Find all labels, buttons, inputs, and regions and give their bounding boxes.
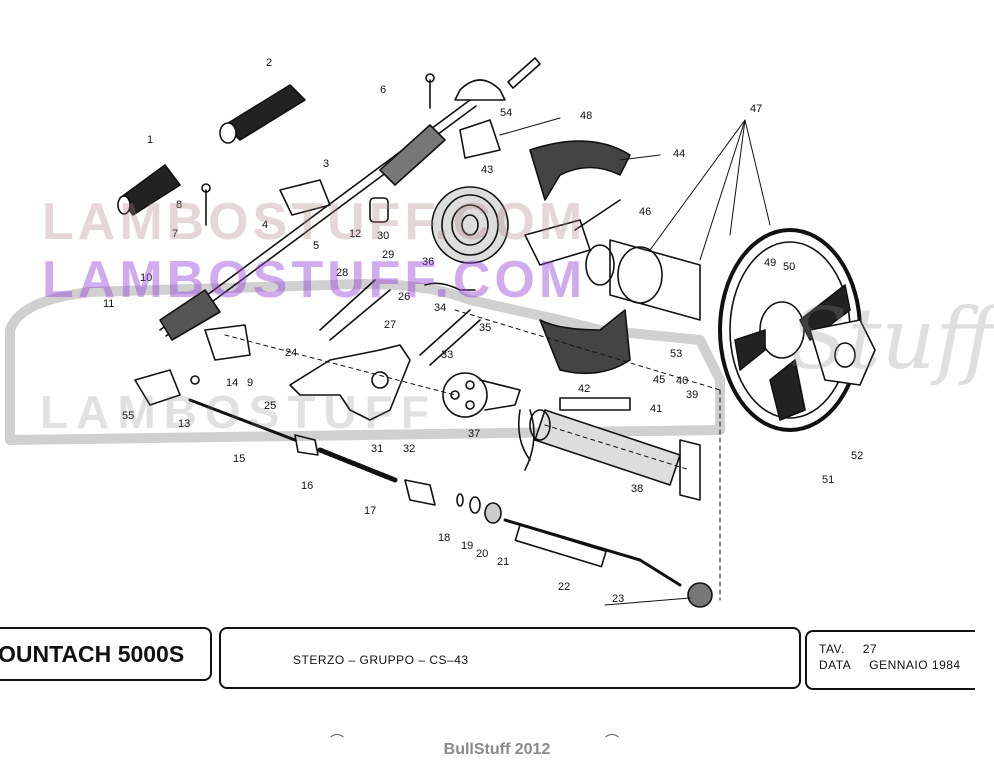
part-callout-38: 38 <box>631 483 643 495</box>
column-support-bracket <box>289 344 411 421</box>
part-callout-17: 17 <box>364 505 376 517</box>
rack-boot-right <box>379 124 446 186</box>
part-callout-22: 22 <box>558 581 570 593</box>
part-callout-41: 41 <box>650 403 662 415</box>
part-callout-26: 26 <box>398 291 410 303</box>
part-callout-32: 32 <box>403 443 415 455</box>
tav-value: 27 <box>862 642 878 656</box>
bush-12 <box>369 197 389 223</box>
watermark-car-silhouette <box>5 279 725 445</box>
model-variant: 5000S <box>117 640 185 667</box>
data-label: DATA <box>819 658 852 672</box>
column-cover-upper <box>529 140 631 201</box>
clock-spring-43 <box>431 186 509 264</box>
part-callout-12: 12 <box>349 228 361 240</box>
part-callout-8: 8 <box>176 199 182 211</box>
part-callout-40: 40 <box>676 375 688 387</box>
exploded-steering-diagram: 1234567891011121314151617181920212223242… <box>5 57 876 608</box>
part-callout-29: 29 <box>382 249 394 261</box>
tav-label: TAV. <box>819 642 845 656</box>
part-callout-13: 13 <box>178 418 190 430</box>
column-tube <box>534 409 681 486</box>
intermediate-shaft-15 <box>188 398 297 442</box>
rack-boot-left <box>117 164 181 216</box>
part-callout-23: 23 <box>612 593 624 605</box>
nut-23 <box>687 582 713 608</box>
bracket-42 <box>559 397 631 411</box>
part-callout-1: 1 <box>147 134 153 146</box>
model-title-box: OUNTACH 5000S <box>0 627 212 681</box>
tav-row: TAV. 27 <box>819 642 877 656</box>
model-name: OUNTACH <box>0 640 112 667</box>
part-callout-3: 3 <box>323 158 329 170</box>
date-row: DATA GENNAIO 1984 <box>819 658 961 672</box>
part-callout-6: 6 <box>380 84 386 96</box>
part-callout-49: 49 <box>764 257 776 269</box>
part-callout-5: 5 <box>313 240 319 252</box>
steering-lock <box>442 372 535 471</box>
rack-boot-lower <box>159 289 221 341</box>
part-callout-35: 35 <box>479 322 491 334</box>
column-cover-lower <box>539 309 631 375</box>
part-callout-47: 47 <box>750 103 762 115</box>
part-callout-24: 24 <box>285 347 297 359</box>
description-box: STERZO – GRUPPO – CS–43 <box>219 627 801 689</box>
part-callout-30: 30 <box>377 230 389 242</box>
table-info-box: TAV. 27 DATA GENNAIO 1984 <box>805 630 975 690</box>
part-callout-44: 44 <box>673 148 685 160</box>
part-callout-48: 48 <box>580 110 592 122</box>
part-callout-50: 50 <box>783 261 795 273</box>
part-callout-36: 36 <box>422 256 434 268</box>
part-callout-9: 9 <box>247 377 253 389</box>
part-callout-7: 7 <box>172 228 178 240</box>
part-callout-4: 4 <box>262 219 268 231</box>
clamp-54 <box>454 79 506 101</box>
part-callout-20: 20 <box>476 548 488 560</box>
part-callout-16: 16 <box>301 480 313 492</box>
part-callout-11: 11 <box>103 298 114 310</box>
part-callout-55: 55 <box>122 410 134 422</box>
part-callout-51: 51 <box>822 474 834 486</box>
part-callout-10: 10 <box>140 272 152 284</box>
part-callout-53: 53 <box>670 348 682 360</box>
clamp-48 <box>459 119 501 159</box>
group-description: STERZO – GRUPPO – CS–43 <box>293 653 469 667</box>
part-callout-18: 18 <box>438 532 450 544</box>
part-callout-43: 43 <box>481 164 493 176</box>
horn-pad <box>809 319 876 386</box>
part-callout-19: 19 <box>461 540 473 552</box>
part-callout-42: 42 <box>578 383 590 395</box>
part-callout-34: 34 <box>434 302 446 314</box>
rack-boot-upper <box>219 84 306 144</box>
footer-credit: BullStuff 2012 <box>443 741 551 758</box>
part-callout-54: 54 <box>500 107 512 119</box>
part-callout-15: 15 <box>233 453 245 465</box>
part-callout-46: 46 <box>639 206 651 218</box>
part-callout-31: 31 <box>371 443 383 455</box>
part-callout-21: 21 <box>497 556 509 568</box>
bracket-3 <box>279 179 331 216</box>
data-value: GENNAIO 1984 <box>869 658 961 672</box>
part-callout-37: 37 <box>468 428 480 440</box>
part-callout-52: 52 <box>851 450 863 462</box>
part-callout-33: 33 <box>441 349 453 361</box>
part-callout-14: 14 <box>226 377 238 389</box>
part-callout-2: 2 <box>266 57 272 69</box>
part-callout-39: 39 <box>686 389 698 401</box>
spring-shaft-17 <box>317 447 398 483</box>
lower-shaft-22 <box>503 518 682 587</box>
scan-speck-right: ⌒ <box>605 733 619 749</box>
part-callout-45: 45 <box>653 374 665 386</box>
scan-speck-left: ⌒ <box>330 733 344 749</box>
part-callout-28: 28 <box>336 267 348 279</box>
part-callout-25: 25 <box>264 400 276 412</box>
part-callout-27: 27 <box>384 319 396 331</box>
